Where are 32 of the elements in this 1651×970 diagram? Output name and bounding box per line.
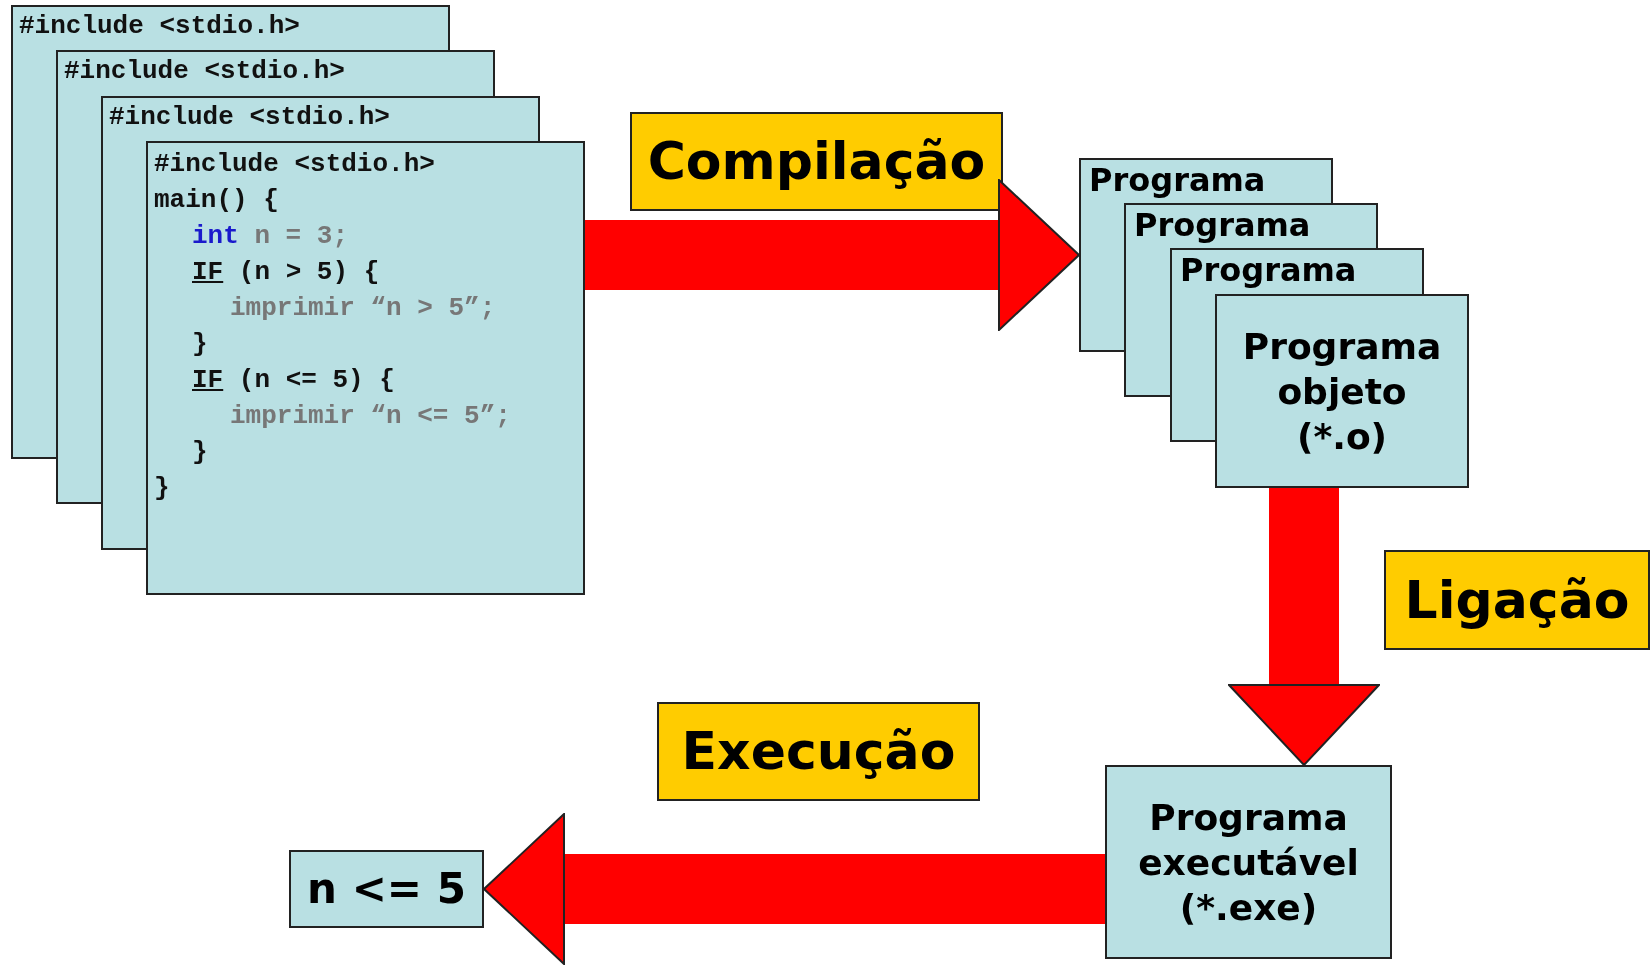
code-line: imprimir “n > 5”; bbox=[230, 293, 496, 323]
code-line: } bbox=[192, 437, 208, 467]
step-label: Ligação bbox=[1403, 568, 1631, 632]
step-label-box bbox=[1384, 550, 1650, 650]
program-label: Programa bbox=[1088, 160, 1267, 201]
code-line: int n = 3; bbox=[192, 221, 349, 251]
source-code-card bbox=[146, 141, 585, 595]
program-label: Programa executável (*.exe) bbox=[1137, 795, 1360, 930]
output-box bbox=[289, 850, 484, 928]
step-label: Execução bbox=[680, 720, 957, 784]
code-line: #include <stdio.h> bbox=[64, 56, 345, 86]
program-label: Programa bbox=[1179, 250, 1358, 291]
program-card bbox=[1105, 765, 1392, 959]
code-line: } bbox=[192, 329, 208, 359]
program-label: Programa objeto (*.o) bbox=[1241, 324, 1443, 459]
block-arrow bbox=[1228, 488, 1380, 766]
output-text: n <= 5 bbox=[306, 862, 467, 915]
step-label-box bbox=[630, 112, 1003, 211]
code-line: imprimir “n <= 5”; bbox=[230, 401, 511, 431]
code-line: main() { bbox=[154, 185, 279, 215]
code-line: IF (n <= 5) { bbox=[192, 365, 395, 395]
code-line: IF (n > 5) { bbox=[192, 257, 380, 287]
block-arrow bbox=[585, 179, 1080, 331]
step-label-box bbox=[657, 702, 980, 801]
code-line: #include <stdio.h> bbox=[109, 102, 390, 132]
code-line: } bbox=[154, 473, 170, 503]
program-card bbox=[1215, 294, 1469, 488]
program-label: Programa bbox=[1133, 205, 1312, 246]
code-line: #include <stdio.h> bbox=[19, 11, 300, 41]
step-label: Compilação bbox=[646, 130, 987, 194]
block-arrow bbox=[483, 813, 1105, 965]
code-line: #include <stdio.h> bbox=[154, 149, 435, 179]
